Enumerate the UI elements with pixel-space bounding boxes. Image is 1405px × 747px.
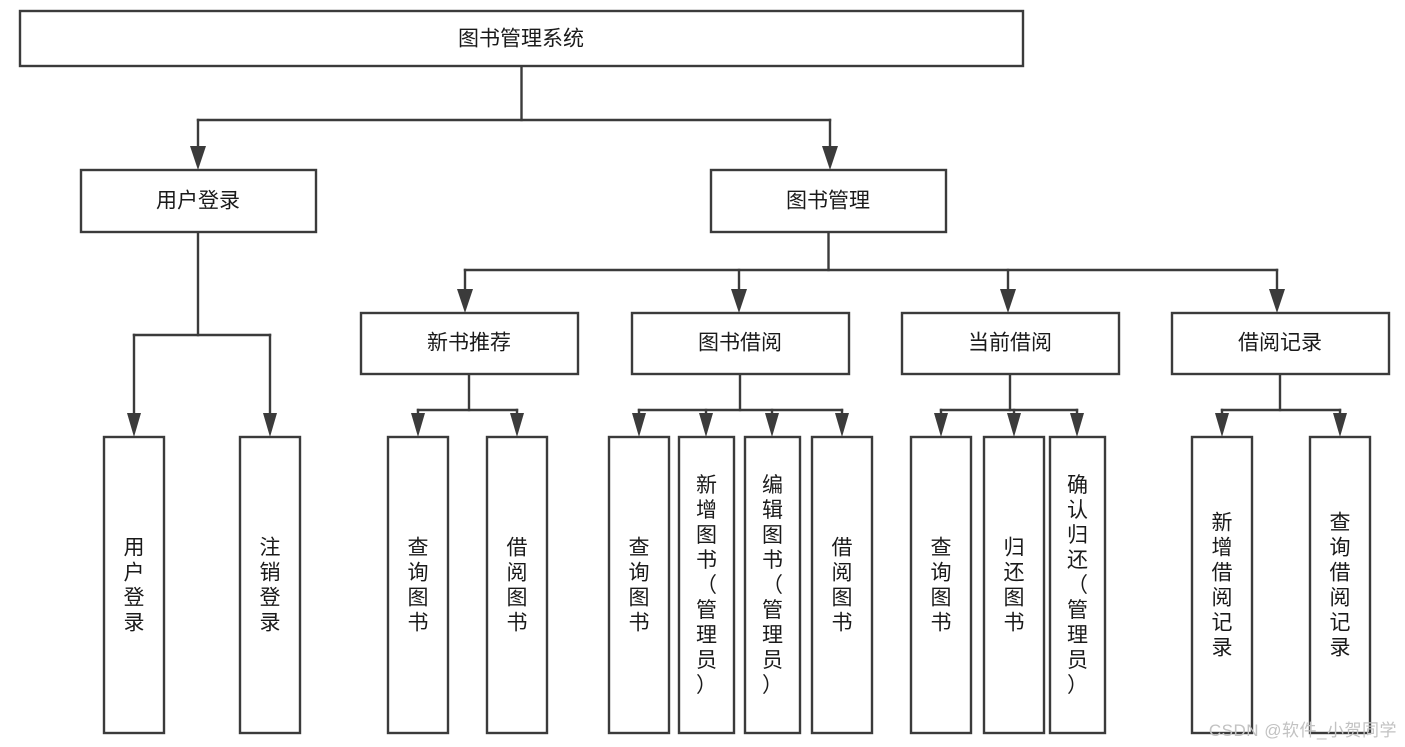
- arrowhead-leaf-add-book: [699, 413, 713, 437]
- node-book-borrow-box[interactable]: [630, 311, 851, 376]
- node-root-system-box[interactable]: [18, 9, 1025, 68]
- arrowhead-root-to-user-login: [190, 146, 206, 170]
- leaf-query-book-c-box[interactable]: [909, 435, 973, 735]
- arrowhead-leaf-add-record: [1215, 413, 1229, 437]
- leaf-add-book-admin[interactable]: 新增图书（管理员）: [677, 435, 736, 735]
- node-root-system-label: 图书管理系统: [458, 28, 584, 51]
- leaf-query-book-a-label: 查询图书: [408, 537, 429, 635]
- leaf-query-borrow-record[interactable]: 查询借阅记录: [1308, 435, 1372, 735]
- node-borrow-record-box[interactable]: [1170, 311, 1391, 376]
- leaf-add-book-admin-box[interactable]: [677, 435, 736, 735]
- leaf-logout-label: 注销登录: [260, 537, 281, 635]
- leaf-add-borrow-record[interactable]: 新增借阅记录: [1190, 435, 1254, 735]
- leaf-query-book-c[interactable]: 查询图书: [909, 435, 973, 735]
- leaf-user-login[interactable]: 用户登录: [102, 435, 166, 735]
- connector-group-book-borrow: [632, 372, 849, 437]
- leaf-add-borrow-record-box[interactable]: [1190, 435, 1254, 735]
- arrowhead-leaf-logout: [263, 413, 277, 437]
- arrowhead-leaf-edit-book: [765, 413, 779, 437]
- node-borrow-record-label: 借阅记录: [1238, 332, 1322, 355]
- arrowhead-leaf-borrow-book-a: [510, 413, 524, 437]
- node-book-management-box[interactable]: [709, 168, 948, 234]
- leaf-logout[interactable]: 注销登录: [238, 435, 302, 735]
- arrowhead-leaf-query-record: [1333, 413, 1347, 437]
- leaf-return-book-label: 归还图书: [1004, 537, 1025, 635]
- connector-group-user-login: [127, 230, 277, 437]
- leaf-edit-book-admin-label: 编辑图书（管理员）: [762, 474, 783, 697]
- node-user-login[interactable]: 用户登录: [79, 168, 318, 234]
- leaf-borrow-book-a-label: 借阅图书: [507, 537, 528, 635]
- arrowhead-to-book-borrow: [731, 289, 747, 313]
- arrowhead-leaf-query-book-b: [632, 413, 646, 437]
- arrowhead-leaf-query-book-a: [411, 413, 425, 437]
- leaf-borrow-book-b[interactable]: 借阅图书: [810, 435, 874, 735]
- connector-group-root: [190, 64, 838, 170]
- leaf-confirm-return-admin[interactable]: 确认归还（管理员）: [1048, 435, 1107, 735]
- leaf-query-book-b-box[interactable]: [607, 435, 671, 735]
- arrowhead-leaf-borrow-book-b: [835, 413, 849, 437]
- node-borrow-record[interactable]: 借阅记录: [1170, 311, 1391, 376]
- node-current-borrow[interactable]: 当前借阅: [900, 311, 1121, 376]
- node-root-system[interactable]: 图书管理系统: [18, 9, 1025, 68]
- leaf-query-borrow-record-box[interactable]: [1308, 435, 1372, 735]
- node-current-borrow-label: 当前借阅: [968, 332, 1052, 355]
- leaf-confirm-return-admin-box[interactable]: [1048, 435, 1107, 735]
- leaf-return-book[interactable]: 归还图书: [982, 435, 1046, 735]
- leaf-add-borrow-record-label: 新增借阅记录: [1212, 512, 1233, 660]
- leaf-query-book-a[interactable]: 查询图书: [386, 435, 450, 735]
- arrowhead-leaf-return-book: [1007, 413, 1021, 437]
- node-book-borrow[interactable]: 图书借阅: [630, 311, 851, 376]
- node-user-login-label: 用户登录: [156, 190, 240, 213]
- node-new-book-recommend[interactable]: 新书推荐: [359, 311, 580, 376]
- leaf-query-borrow-record-label: 查询借阅记录: [1330, 512, 1351, 660]
- leaf-logout-box[interactable]: [238, 435, 302, 735]
- node-new-book-recommend-label: 新书推荐: [427, 332, 511, 355]
- node-new-book-recommend-box[interactable]: [359, 311, 580, 376]
- leaf-borrow-book-b-box[interactable]: [810, 435, 874, 735]
- leaf-query-book-b-label: 查询图书: [629, 537, 650, 635]
- leaf-borrow-book-a[interactable]: 借阅图书: [485, 435, 549, 735]
- leaf-user-login-label: 用户登录: [124, 537, 145, 635]
- leaf-user-login-box[interactable]: [102, 435, 166, 735]
- leaf-borrow-book-b-label: 借阅图书: [832, 537, 853, 635]
- arrowhead-leaf-query-book-c: [934, 413, 948, 437]
- node-book-borrow-label: 图书借阅: [698, 332, 782, 355]
- node-current-borrow-box[interactable]: [900, 311, 1121, 376]
- leaf-return-book-box[interactable]: [982, 435, 1046, 735]
- connector-group-new-book-rec: [411, 372, 524, 437]
- arrowhead-root-to-book-mgmt: [822, 146, 838, 170]
- leaf-query-book-a-box[interactable]: [386, 435, 450, 735]
- arrowhead-leaf-user-login: [127, 413, 141, 437]
- node-book-management[interactable]: 图书管理: [709, 168, 948, 234]
- arrowhead-to-new-book-rec: [457, 289, 473, 313]
- leaf-edit-book-admin[interactable]: 编辑图书（管理员）: [743, 435, 802, 735]
- connector-group-borrow-record: [1215, 372, 1347, 437]
- leaf-confirm-return-admin-label: 确认归还（管理员）: [1067, 474, 1088, 697]
- arrowhead-to-borrow-record: [1269, 289, 1285, 313]
- leaf-borrow-book-a-box[interactable]: [485, 435, 549, 735]
- connector-group-book-mgmt: [457, 230, 1285, 313]
- leaf-query-book-c-label: 查询图书: [931, 537, 952, 635]
- leaf-edit-book-admin-box[interactable]: [743, 435, 802, 735]
- connector-group-current-borrow: [934, 372, 1084, 437]
- arrowhead-leaf-confirm-return: [1070, 413, 1084, 437]
- leaf-add-book-admin-label: 新增图书（管理员）: [696, 474, 717, 697]
- node-book-management-label: 图书管理: [786, 190, 870, 213]
- arrowhead-to-current-borrow: [1000, 289, 1016, 313]
- leaf-query-book-b[interactable]: 查询图书: [607, 435, 671, 735]
- node-user-login-box[interactable]: [79, 168, 318, 234]
